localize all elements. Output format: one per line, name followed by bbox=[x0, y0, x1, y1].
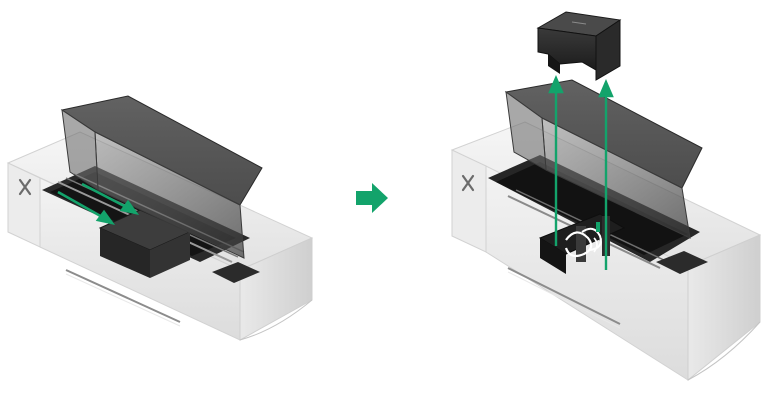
slide-arrows bbox=[57, 182, 140, 225]
printer-left-end bbox=[7, 162, 41, 248]
paper-slot-right bbox=[507, 267, 621, 325]
printer-right bbox=[450, 11, 762, 382]
printer-right-end bbox=[451, 149, 487, 253]
control-panel-left bbox=[212, 262, 260, 283]
right-arrow-icon bbox=[356, 183, 388, 213]
control-panel-right bbox=[656, 251, 708, 274]
brand-logo-icon bbox=[461, 174, 475, 192]
paper-slot-left bbox=[65, 269, 181, 323]
removed-cover bbox=[536, 11, 622, 81]
printer-left bbox=[6, 95, 314, 341]
brand-logo-icon bbox=[18, 178, 32, 196]
lift-arrows bbox=[548, 74, 614, 270]
